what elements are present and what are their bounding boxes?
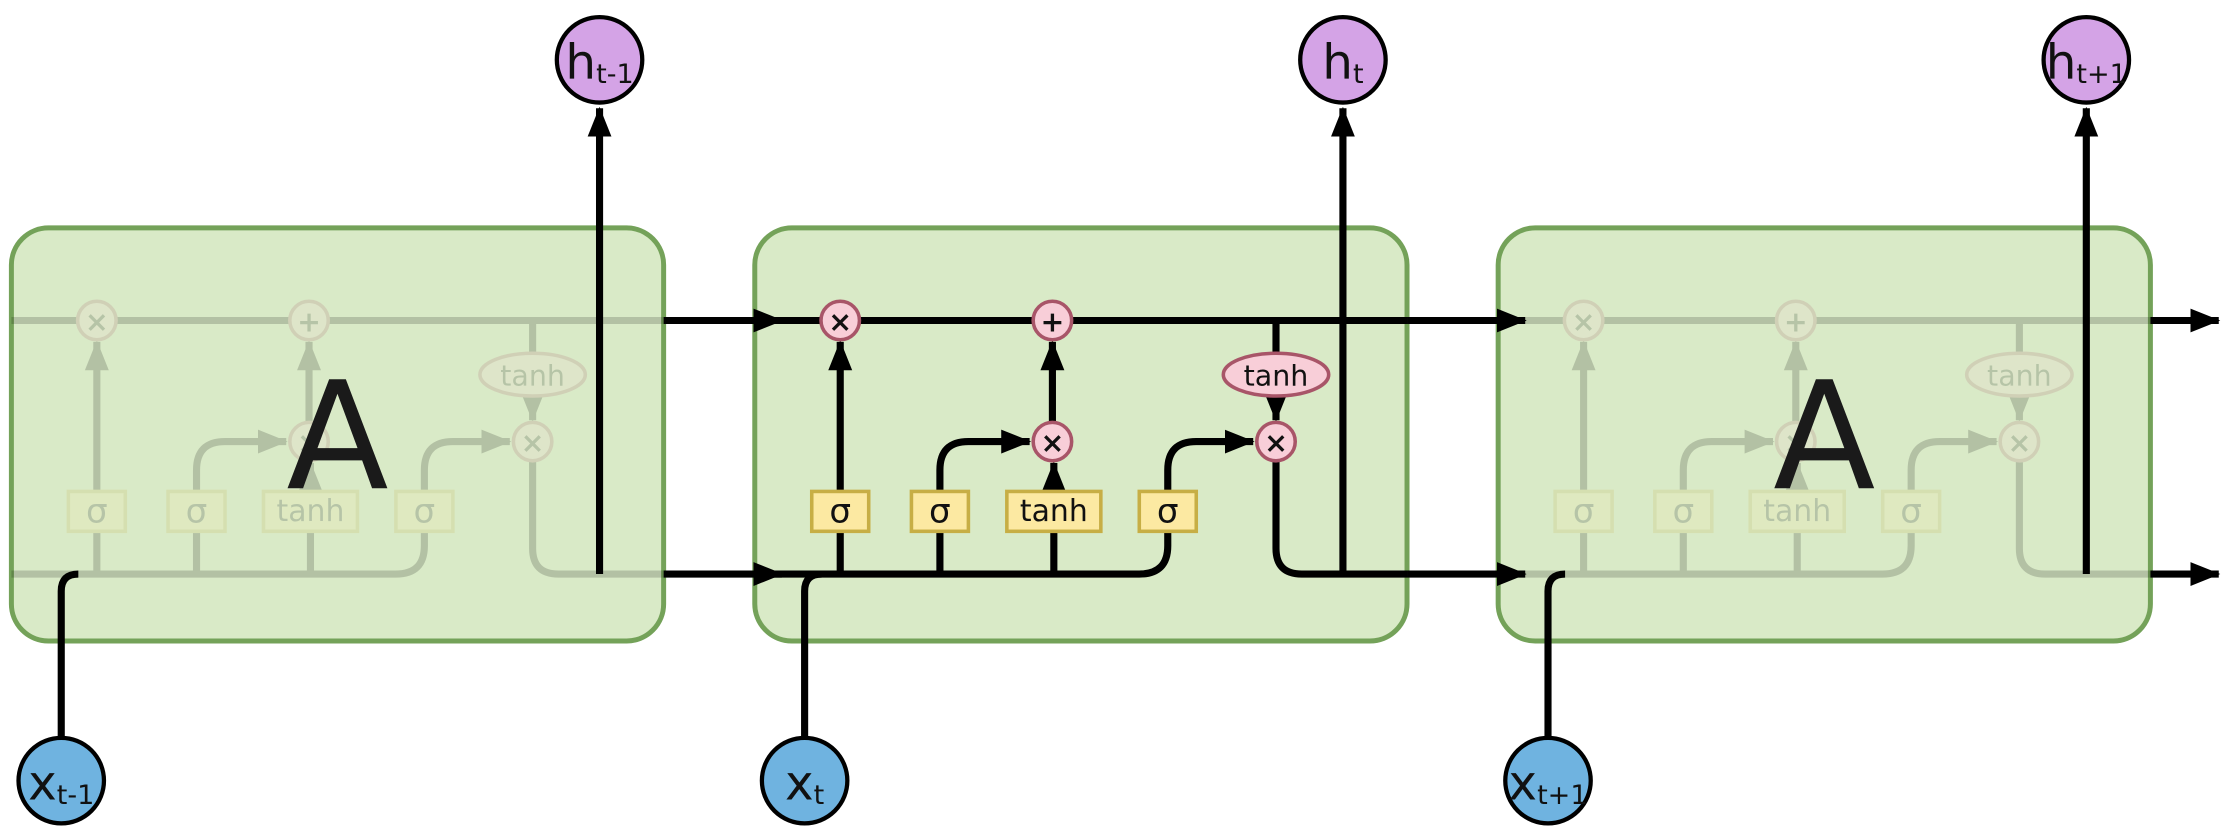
output-base-previous: h: [565, 35, 596, 91]
input-label-next: xt+1: [1508, 755, 1587, 811]
cell-body-current: [752, 225, 1410, 644]
output-subscript-previous: t-1: [596, 59, 634, 90]
input-subscript-previous: t-1: [57, 779, 95, 810]
input-base-current: x: [785, 755, 814, 811]
input-node-next: [1503, 735, 1593, 826]
output-node-current: [1298, 14, 1388, 105]
cell-a-label-previous: A: [286, 350, 388, 524]
lstm-cell-next: A ht+1 xt+1: [1495, 14, 2153, 826]
input-line-current: [801, 570, 822, 738]
output-subscript-current: t: [1353, 59, 1364, 90]
lstm-cell-current: ht xt: [752, 14, 1410, 826]
output-node-previous: [554, 14, 645, 105]
lstm-cell-previous: A ht-1 xt-1: [8, 14, 667, 826]
input-base-previous: x: [28, 755, 57, 811]
input-line-previous: [57, 570, 79, 738]
output-label-previous: ht-1: [565, 35, 633, 91]
input-label-current: xt: [785, 755, 824, 811]
output-base-next: h: [2046, 35, 2077, 91]
inter-cell-connectors: [663, 308, 2221, 587]
input-subscript-next: t+1: [1537, 779, 1587, 810]
output-subscript-next: t+1: [2076, 59, 2126, 90]
cell-a-label-next: A: [1773, 350, 1875, 524]
input-base-next: x: [1508, 755, 1537, 811]
output-node-next: [2041, 14, 2132, 105]
input-node-current: [759, 735, 850, 826]
cell-body-next: [1495, 225, 2153, 644]
input-label-previous: xt-1: [28, 755, 94, 811]
output-label-current: ht: [1322, 35, 1363, 91]
output-base-current: h: [1322, 35, 1353, 91]
input-subscript-current: t: [814, 779, 825, 810]
input-line-next: [1544, 570, 1566, 738]
cell-body-previous: [8, 225, 667, 644]
input-node-previous: [16, 735, 107, 826]
output-label-next: ht+1: [2046, 35, 2127, 91]
